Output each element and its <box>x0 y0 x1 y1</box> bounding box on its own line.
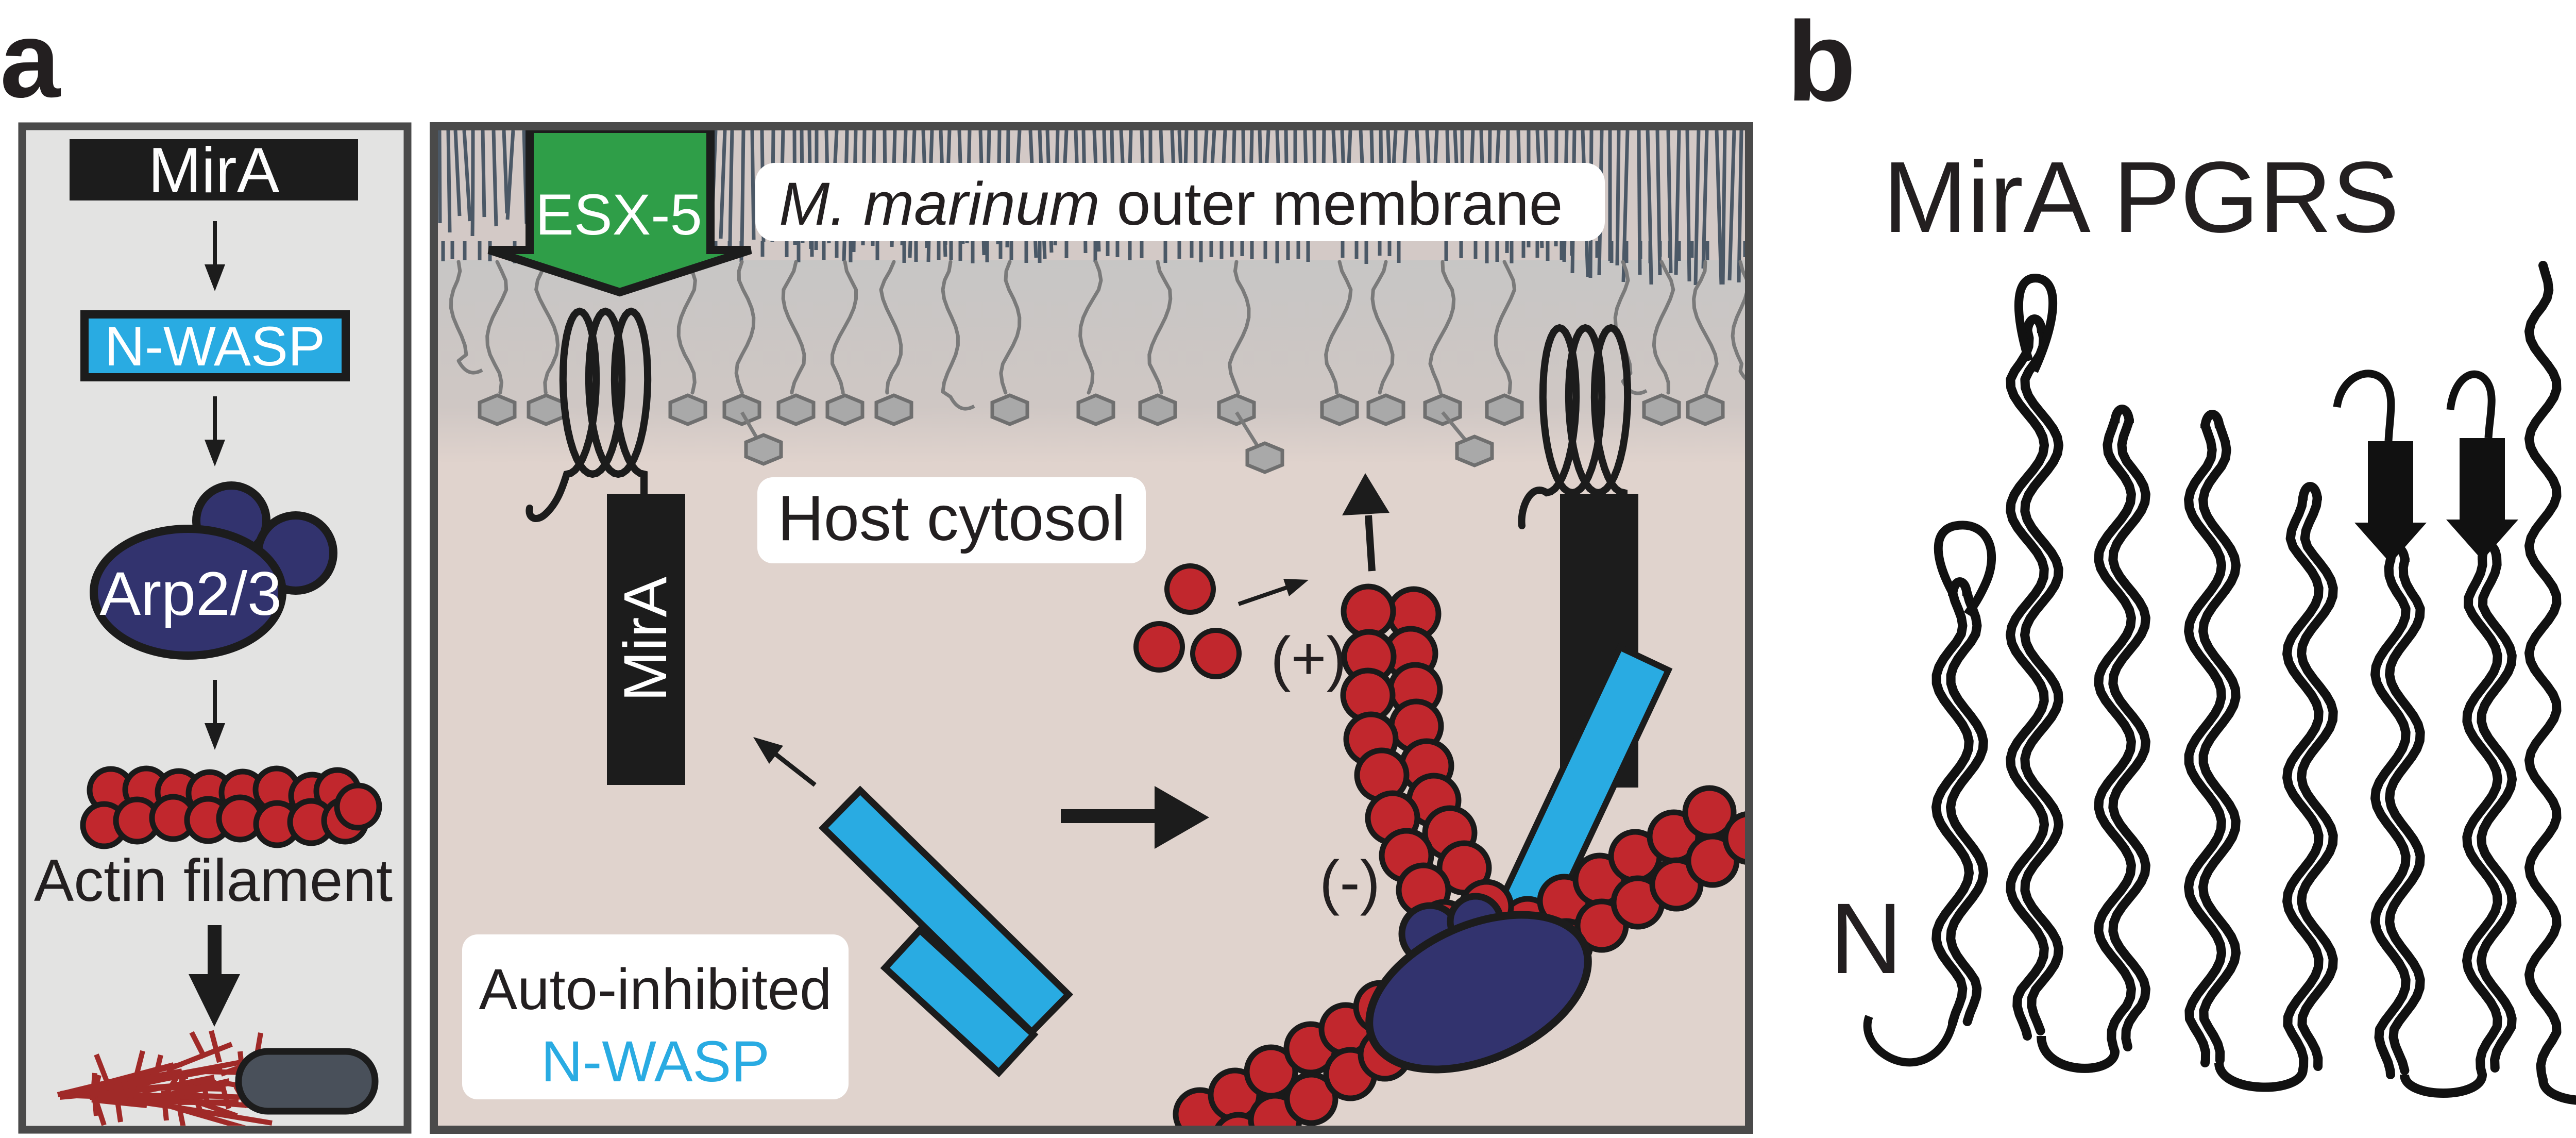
svg-text:(-): (-) <box>1319 848 1380 916</box>
svg-text:b: b <box>1787 0 1856 125</box>
svg-text:N: N <box>1830 882 1903 995</box>
svg-text:N-WASP: N-WASP <box>105 315 325 377</box>
svg-text:N-WASP: N-WASP <box>541 1029 770 1094</box>
svg-text:Arp2/3: Arp2/3 <box>99 559 282 628</box>
svg-text:Actin filament: Actin filament <box>34 847 393 914</box>
svg-text:a: a <box>0 0 61 120</box>
svg-text:MirA: MirA <box>612 576 680 701</box>
svg-text:Auto-inhibited: Auto-inhibited <box>479 957 832 1022</box>
svg-text:MirA PGRS: MirA PGRS <box>1883 141 2399 254</box>
svg-text:MirA: MirA <box>148 135 280 206</box>
svg-text:(+): (+) <box>1270 625 1347 693</box>
svg-text:ESX-5: ESX-5 <box>535 182 702 247</box>
svg-text:M. marinum outer membrane: M. marinum outer membrane <box>779 170 1563 238</box>
svg-text:Host cytosol: Host cytosol <box>777 483 1125 554</box>
